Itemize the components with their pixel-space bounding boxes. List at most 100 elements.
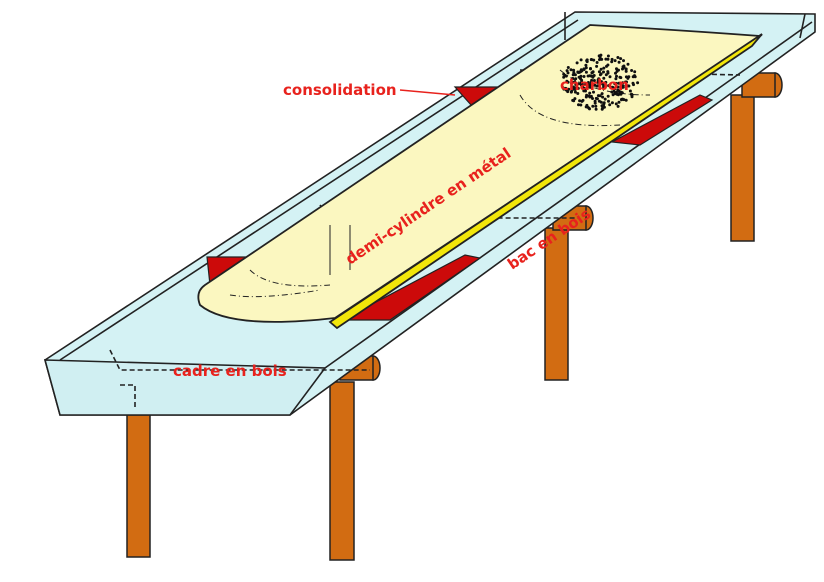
coal-dot <box>578 99 582 103</box>
coal-dot <box>566 71 570 75</box>
coal-dot <box>633 70 637 74</box>
coal-dot <box>607 99 610 103</box>
coal-dot <box>604 57 608 61</box>
coal-dot <box>593 101 597 105</box>
coal-dot <box>577 103 580 107</box>
coal-dot <box>567 87 571 91</box>
coal-dot <box>584 63 588 67</box>
coal-dot <box>620 97 624 101</box>
coal-dot <box>579 103 583 107</box>
coal-dot <box>624 69 628 73</box>
coal-dot <box>577 82 581 86</box>
coal-dot <box>584 95 588 99</box>
coal-dot <box>633 75 637 79</box>
coal-dot <box>569 68 573 72</box>
coal-dot <box>608 103 612 107</box>
coal-dot <box>571 77 575 80</box>
coal-dot <box>601 82 605 86</box>
coal-dot <box>598 58 601 62</box>
coal-dot <box>585 59 589 63</box>
coal-dot <box>630 95 634 99</box>
coal-dot <box>582 67 586 71</box>
coal-dot <box>636 81 640 85</box>
coal-dot <box>605 64 608 68</box>
coal-dot <box>600 80 603 84</box>
coal-dot <box>617 81 621 85</box>
label-consolidation: consolidation <box>283 81 397 99</box>
coal-dot <box>564 86 568 90</box>
coal-dot <box>606 70 610 74</box>
coal-dot <box>579 74 583 78</box>
leg <box>730 94 755 242</box>
coal-dot <box>588 83 592 87</box>
coal-dot <box>574 77 578 81</box>
coal-dot <box>617 100 621 104</box>
coal-dot <box>613 92 617 96</box>
coal-dot <box>602 66 606 70</box>
coal-dot <box>591 104 595 108</box>
coal-dot <box>624 80 627 84</box>
coal-dot <box>588 107 591 111</box>
coal-dot <box>600 92 604 96</box>
coal-dot <box>632 83 635 87</box>
coal-dot <box>592 90 595 94</box>
coal-dot <box>602 101 606 105</box>
coal-dot <box>606 54 610 58</box>
coal-dot <box>606 94 610 98</box>
coal-dot <box>570 80 574 84</box>
coal-dot <box>614 77 618 81</box>
coal-dot <box>573 90 577 94</box>
coal-dot <box>572 87 576 91</box>
coal-dot <box>589 67 592 70</box>
metal-half-cylinder <box>197 24 763 330</box>
coal-dot <box>593 83 597 87</box>
coal-dot <box>627 75 631 79</box>
coal-dot <box>620 91 624 95</box>
coal-dot <box>582 75 586 78</box>
label-cadre: cadre en bois <box>173 362 287 380</box>
coal-dot <box>575 61 579 65</box>
coal-dot <box>616 104 620 108</box>
coal-dot <box>600 107 604 111</box>
coal-dot <box>596 80 600 84</box>
coal-dot <box>590 86 594 90</box>
coal-dot <box>599 72 603 76</box>
coal-dot <box>615 74 618 78</box>
coal-dot <box>565 69 569 73</box>
coal-dot <box>610 90 614 94</box>
coal-dot <box>583 83 587 87</box>
coal-dot <box>561 86 565 90</box>
coal-dot <box>573 80 577 84</box>
coal-dot <box>592 58 596 62</box>
coal-dot <box>574 86 578 90</box>
coal-dot <box>614 102 618 106</box>
coal-dot <box>622 59 625 63</box>
coal-dot <box>614 81 618 85</box>
label-charbon: charbon <box>560 76 629 94</box>
coal-dot <box>626 84 630 88</box>
coal-dot <box>602 85 606 89</box>
coal-dot <box>572 71 576 74</box>
coal-dot <box>576 86 580 90</box>
coal-dot <box>600 104 604 108</box>
coal-dot <box>607 84 611 88</box>
coal-dot <box>616 85 620 89</box>
coal-dot <box>621 65 625 69</box>
coal-dot <box>576 92 580 95</box>
coal-dot <box>618 75 622 79</box>
coal-dot <box>594 96 598 100</box>
coal-dot <box>573 97 577 101</box>
coal-dot <box>613 59 617 63</box>
coal-dot <box>598 94 602 98</box>
coal-dot <box>591 75 595 79</box>
coal-dot <box>595 64 599 68</box>
coal-dot <box>597 54 601 58</box>
coal-dot <box>584 70 588 74</box>
coal-dot <box>616 56 620 59</box>
coal-dot <box>615 67 618 71</box>
coal-dot <box>572 85 575 89</box>
coal-dot <box>610 57 614 61</box>
coal-dot <box>600 57 604 61</box>
coal-dot <box>569 90 573 94</box>
